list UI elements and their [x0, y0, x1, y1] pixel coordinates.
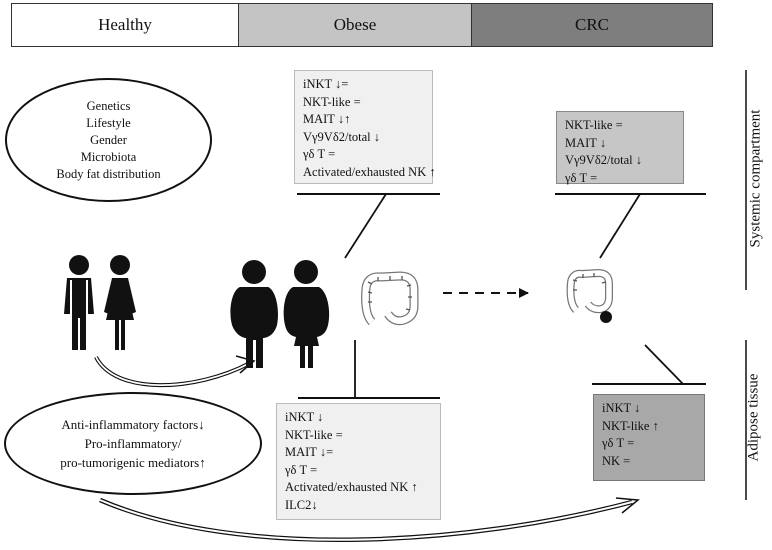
cell-change-row: NKT-like = — [285, 427, 343, 442]
cell-change-row: MAIT ↓↑ — [303, 112, 351, 126]
obese-adipose-box: iNKT ↓ NKT-like = MAIT ↓= γδ T = Activat… — [276, 403, 441, 520]
mediator-item: Anti-inflammatory factors↓ — [61, 417, 205, 432]
mediators-ellipse: Anti-inflammatory factors↓ Pro-inflammat… — [4, 392, 262, 495]
risk-factors-ellipse: Genetics Lifestyle Gender Microbiota Bod… — [5, 78, 212, 202]
cell-change-row: NKT-like = — [303, 94, 361, 109]
cell-change-row: iNKT ↓ — [285, 410, 324, 424]
cell-change-row: iNKT ↓ — [602, 401, 641, 415]
obese-male-icon — [230, 260, 278, 368]
cell-change-row: Activated/exhausted NK ↑ — [285, 480, 418, 494]
colon-icon — [361, 271, 419, 326]
crc-adipose-box: iNKT ↓ NKT-like ↑ γδ T = NK = — [593, 394, 705, 481]
stage-obese: Obese — [238, 3, 472, 47]
crc-systemic-connector — [599, 193, 641, 259]
crc-adipose-connector — [644, 344, 684, 385]
obese-systemic-box: iNKT ↓= NKT-like = MAIT ↓↑ Vγ9Vδ2/total … — [294, 70, 436, 184]
stage-healthy: Healthy — [11, 3, 239, 47]
cell-change-row: NKT-like ↑ — [602, 418, 659, 433]
healthy-to-obese-arrow — [94, 355, 256, 388]
cell-change-row: NKT-like = — [565, 118, 623, 132]
cell-change-row: MAIT ↓= — [285, 445, 334, 459]
obese-systemic-connector — [344, 193, 387, 259]
cell-change-row: ILC2↓ — [285, 497, 318, 512]
mediator-item: pro-tumorigenic mediators↑ — [60, 455, 206, 470]
cell-change-row: MAIT ↓ — [565, 135, 607, 150]
cell-change-row: Activated/exhausted NK ↑ — [303, 164, 436, 179]
person-female-icon — [104, 255, 136, 350]
cell-change-row: Vγ9Vδ2/total ↓ — [303, 129, 381, 144]
factor-item: Microbiota — [80, 149, 137, 164]
mediators-to-crc-arrow — [99, 497, 640, 543]
factor-item: Lifestyle — [86, 115, 131, 130]
cell-change-row: NK = — [602, 453, 631, 468]
stage-healthy-label: Healthy — [98, 15, 152, 34]
cell-change-row: γδ T = — [565, 170, 598, 185]
cell-change-row: γδ T = — [285, 462, 318, 477]
tumor-mark — [600, 311, 612, 323]
person-male-icon — [64, 255, 94, 350]
crc-systemic-box: NKT-like = MAIT ↓ Vγ9Vδ2/total ↓ γδ T = — [556, 111, 684, 185]
cell-change-row: iNKT ↓= — [303, 77, 349, 91]
factor-item: Gender — [90, 132, 127, 147]
systemic-compartment-label: Systemic compartment — [747, 109, 764, 248]
adipose-tissue-label: Adipose tissue — [745, 373, 762, 462]
cell-change-row: Vγ9Vδ2/total ↓ — [565, 153, 643, 167]
stage-crc-label: CRC — [574, 15, 610, 34]
mediator-item: Pro-inflammatory/ — [84, 436, 182, 451]
colon-tumor-icon — [566, 268, 613, 323]
obese-female-icon — [283, 260, 330, 368]
factor-item: Body fat distribution — [56, 166, 161, 181]
cell-change-row: γδ T = — [303, 147, 336, 161]
stage-obese-label: Obese — [333, 15, 377, 34]
factor-item: Genetics — [86, 98, 131, 113]
cell-change-row: γδ T = — [602, 436, 635, 450]
stage-crc: CRC — [471, 3, 713, 47]
